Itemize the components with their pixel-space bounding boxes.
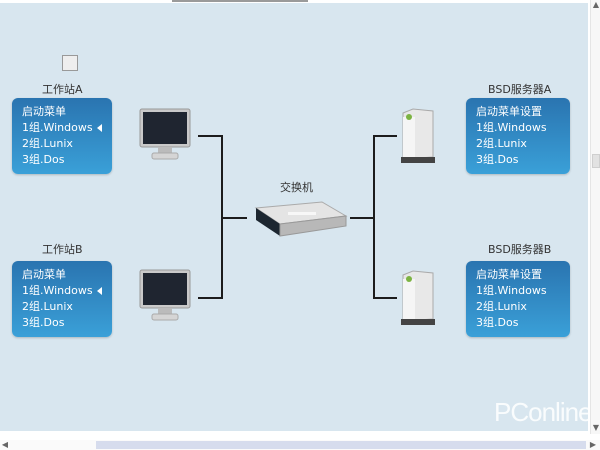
menu-item-dos[interactable]: 3组.Dos xyxy=(476,316,519,329)
menu-item-dos[interactable]: 3组.Dos xyxy=(22,316,65,329)
menu-item-dos[interactable]: 3组.Dos xyxy=(22,153,65,166)
scroll-down-icon[interactable]: ▼ xyxy=(592,423,600,432)
server-a-boot-menu-settings: 启动菜单设置 1组.Windows 2组.Lunix 3组.Dos xyxy=(466,98,570,174)
diagram-canvas: 工作站A 启动菜单 1组.Windows 2组.Lunix 3组.Dos 工作站… xyxy=(0,3,588,431)
server-b-boot-menu-settings: 启动菜单设置 1组.Windows 2组.Lunix 3组.Dos xyxy=(466,261,570,337)
switch-label: 交换机 xyxy=(280,181,313,194)
server-a-label: BSD服务器A xyxy=(488,83,552,96)
toolbar-settings-icon[interactable] xyxy=(62,55,78,71)
workstation-b-label: 工作站B xyxy=(42,243,83,256)
menu-item-lunix[interactable]: 2组.Lunix xyxy=(476,137,527,150)
selected-arrow-icon xyxy=(96,124,102,132)
network-wire xyxy=(350,217,374,219)
network-wire xyxy=(373,297,397,299)
monitor-icon xyxy=(139,269,191,321)
network-wire xyxy=(221,217,247,219)
network-wire xyxy=(373,135,397,137)
menu-title: 启动菜单设置 xyxy=(476,105,542,118)
horizontal-scrollbar[interactable]: ◀ ▶ xyxy=(0,440,600,450)
selected-arrow-icon xyxy=(96,287,102,295)
monitor-icon xyxy=(139,108,191,160)
watermark-brand: PConline xyxy=(494,397,593,427)
menu-item-windows[interactable]: 1组.Windows xyxy=(476,284,547,297)
menu-item-windows[interactable]: 1组.Windows xyxy=(476,121,547,134)
menu-title: 启动菜单设置 xyxy=(476,268,542,281)
server-b-label: BSD服务器B xyxy=(488,243,552,256)
top-edge-bar xyxy=(172,0,308,2)
scroll-up-icon[interactable]: ▲ xyxy=(592,0,600,9)
workstation-a-boot-menu: 启动菜单 1组.Windows 2组.Lunix 3组.Dos xyxy=(12,98,112,174)
menu-item-lunix[interactable]: 2组.Lunix xyxy=(22,137,73,150)
server-icon xyxy=(401,108,435,163)
scroll-track[interactable] xyxy=(96,441,586,449)
vertical-scrollbar[interactable]: ▲ ▼ xyxy=(590,0,600,434)
menu-item-lunix[interactable]: 2组.Lunix xyxy=(22,300,73,313)
menu-item-windows[interactable]: 1组.Windows xyxy=(22,120,102,136)
workstation-a-label: 工作站A xyxy=(42,83,83,96)
network-wire xyxy=(373,135,375,299)
scroll-thumb[interactable] xyxy=(592,154,600,168)
switch-icon xyxy=(254,201,348,237)
scroll-right-icon[interactable]: ▶ xyxy=(589,440,597,449)
watermark-subtitle: 太平洋电脑网 xyxy=(500,434,573,444)
workstation-b-boot-menu: 启动菜单 1组.Windows 2组.Lunix 3组.Dos xyxy=(12,261,112,337)
menu-title: 启动菜单 xyxy=(22,268,66,281)
scroll-left-icon[interactable]: ◀ xyxy=(1,440,9,449)
network-wire xyxy=(198,297,222,299)
menu-item-dos[interactable]: 3组.Dos xyxy=(476,153,519,166)
menu-item-lunix[interactable]: 2组.Lunix xyxy=(476,300,527,313)
server-icon xyxy=(401,270,435,325)
network-wire xyxy=(198,135,222,137)
menu-item-windows[interactable]: 1组.Windows xyxy=(22,283,102,299)
menu-title: 启动菜单 xyxy=(22,105,66,118)
